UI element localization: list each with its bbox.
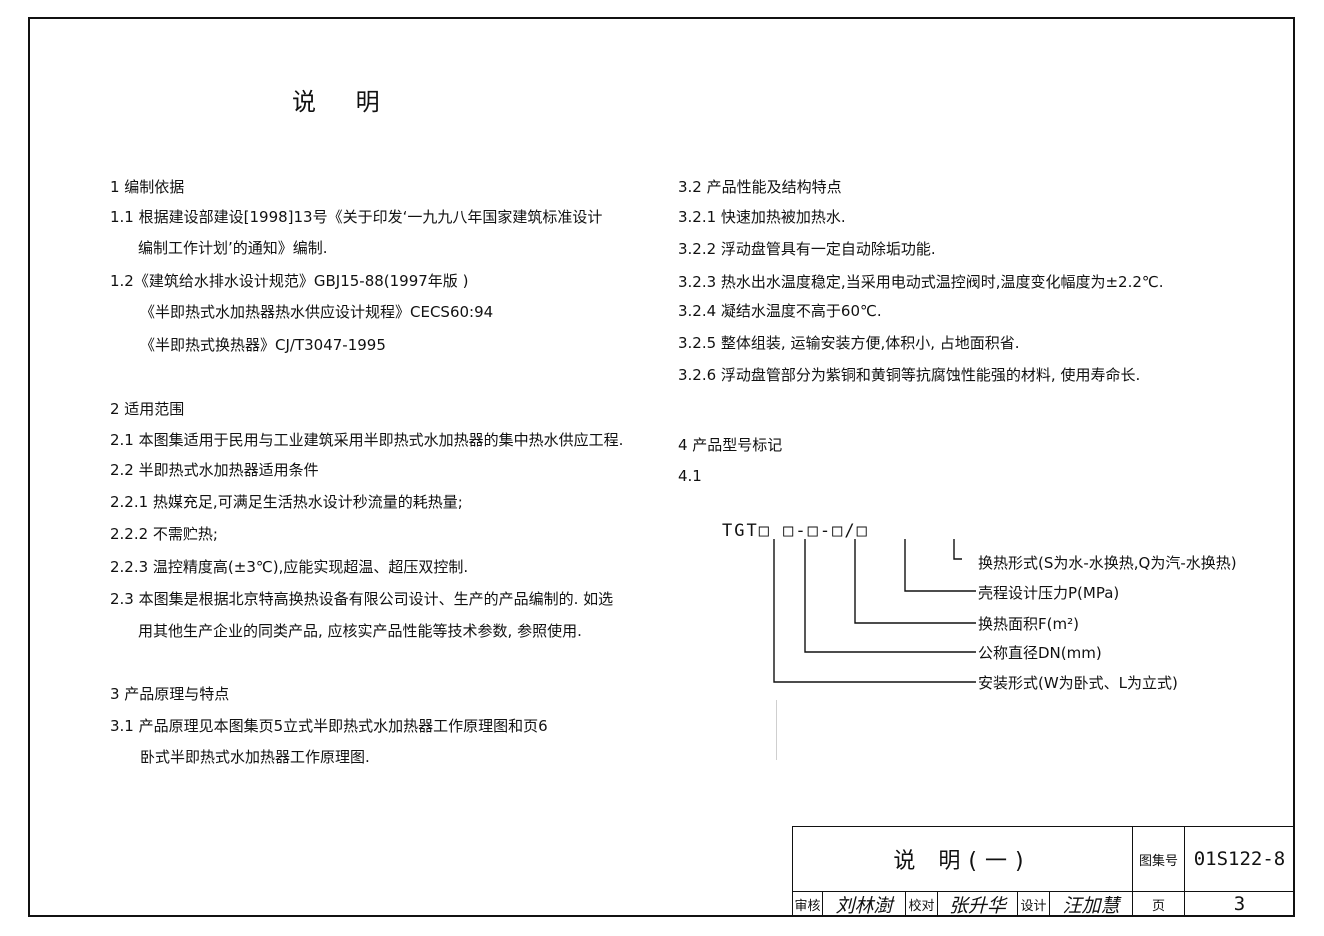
review-signature: 刘林澍 [822,891,906,917]
item-1-2-b: 《半即热式水加热器热水供应设计规程》CECS60:94 [140,303,494,321]
item-2-2-1: 2.2.1 热媒充足,可满足生活热水设计秒流量的耗热量; [110,493,463,511]
item-1-2-c: 《半即热式换热器》CJ/T3047-1995 [140,336,386,354]
section-2-heading: 2 适用范围 [110,400,185,418]
item-3-2-5: 3.2.5 整体组装, 运输安装方便,体积小, 占地面积省. [678,334,1020,352]
atlas-label: 图集号 [1132,826,1185,892]
item-4-1: 4.1 [678,467,702,485]
item-3-2: 3.2 产品性能及结构特点 [678,178,842,196]
item-3-2-4: 3.2.4 凝结水温度不高于60℃. [678,302,882,320]
title-block-title: 说 明(一) [792,826,1133,892]
check-signature: 张升华 [937,891,1018,917]
item-3-2-1: 3.2.1 快速加热被加热水. [678,208,846,226]
item-3-1: 3.1 产品原理见本图集页5立式半即热式水加热器工作原理图和页6 [110,717,548,735]
atlas-number: 01S122-8 [1184,826,1295,892]
section-3-heading: 3 产品原理与特点 [110,685,230,703]
check-label: 校对 [905,891,938,917]
item-2-1: 2.1 本图集适用于民用与工业建筑采用半即热式水加热器的集中热水供应工程. [110,431,624,449]
design-signature: 汪加慧 [1049,891,1133,917]
drawing-frame [28,17,1295,917]
review-label: 审核 [792,891,823,917]
item-2-3-cont: 用其他生产企业的同类产品, 应核实产品性能等技术参数, 参照使用. [138,622,582,640]
item-2-3: 2.3 本图集是根据北京特高换热设备有限公司设计、生产的产品编制的. 如选 [110,590,614,608]
label-nominal-diameter: 公称直径DN(mm) [978,644,1102,662]
label-exchange-area: 换热面积F(m²) [978,615,1079,633]
item-3-2-6: 3.2.6 浮动盘管部分为紫铜和黄铜等抗腐蚀性能强的材料, 使用寿命长. [678,366,1141,384]
item-2-2-3: 2.2.3 温控精度高(±3℃),应能实现超温、超压双控制. [110,558,469,576]
design-label: 设计 [1017,891,1050,917]
label-shell-pressure: 壳程设计压力P(MPa) [978,584,1120,602]
section-1-heading: 1 编制依据 [110,178,185,196]
item-1-1: 1.1 根据建设部建设[1998]13号《关于印发‘一九九八年国家建筑标准设计 [110,208,603,226]
model-code-leader-lines [773,539,976,683]
page-title: 说 明 [292,88,396,116]
scan-artifact [776,700,777,760]
label-exchange-type: 换热形式(S为水-水换热,Q为汽-水换热) [978,554,1237,572]
item-1-1-cont: 编制工作计划’的通知》编制. [138,239,328,257]
item-1-2: 1.2《建筑给水排水设计规范》GBJ15-88(1997年版 ) [110,272,469,290]
label-install-type: 安装形式(W为卧式、L为立式) [978,674,1178,692]
page-label: 页 [1132,891,1185,917]
item-2-2-2: 2.2.2 不需贮热; [110,525,218,543]
item-3-1-cont: 卧式半即热式水加热器工作原理图. [140,748,370,766]
model-code: TGT□ □-□-□/□ [722,521,869,541]
item-2-2: 2.2 半即热式水加热器适用条件 [110,461,319,479]
item-3-2-2: 3.2.2 浮动盘管具有一定自动除垢功能. [678,240,936,258]
item-3-2-3: 3.2.3 热水出水温度稳定,当采用电动式温控阀时,温度变化幅度为±2.2℃. [678,273,1164,291]
section-4-heading: 4 产品型号标记 [678,436,783,454]
page-number: 3 [1184,891,1295,917]
